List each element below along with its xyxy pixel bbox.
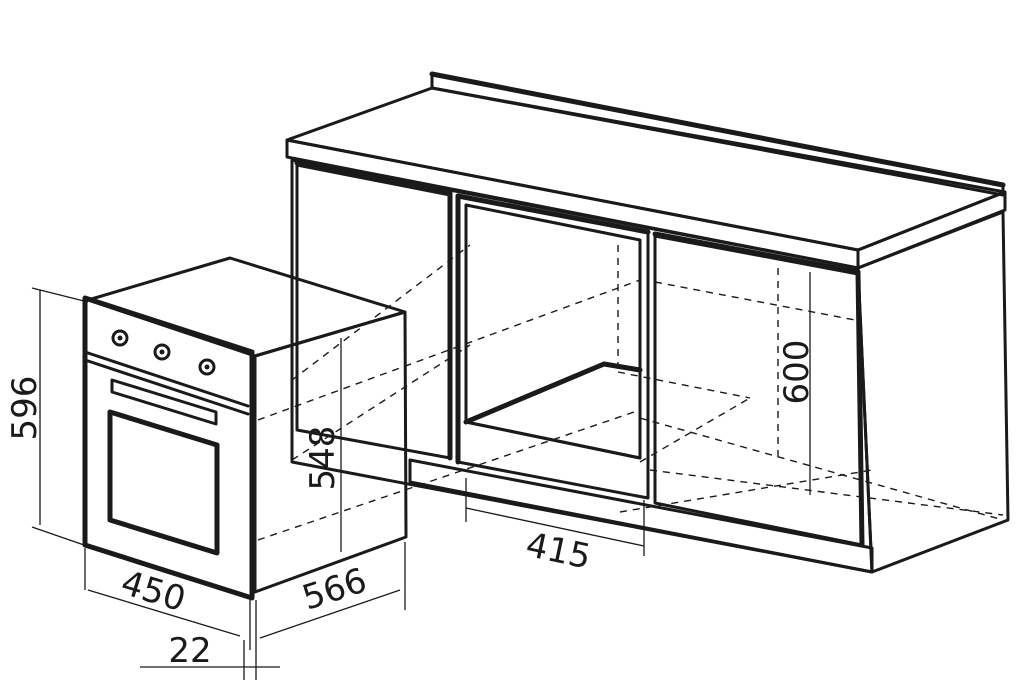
dim-oven-inner-height: 548 <box>303 426 343 491</box>
hidden-lines <box>257 244 1004 541</box>
worktop-front-edge <box>285 138 860 270</box>
oven <box>82 256 408 601</box>
dimension-labels: 596 548 450 566 22 415 600 <box>5 340 817 671</box>
cabinet-left-door <box>295 163 452 460</box>
cabinet-plinth <box>408 458 874 574</box>
dim-niche-height: 600 <box>777 340 817 405</box>
dimension-lines <box>31 272 811 680</box>
knob-icon <box>198 358 216 376</box>
oven-door-window <box>108 410 219 555</box>
oven-top <box>86 256 407 358</box>
niche-opening <box>464 203 642 460</box>
dim-front-offset: 22 <box>168 631 211 671</box>
dim-oven-height: 596 <box>5 376 45 441</box>
cabinet-right-side <box>856 210 1010 574</box>
dim-oven-depth: 566 <box>298 560 372 618</box>
cabinet-right-door <box>653 234 864 547</box>
dim-oven-width: 450 <box>116 563 190 620</box>
cabinet <box>257 71 1010 574</box>
knob-icon <box>153 343 171 361</box>
worktop-right-edge <box>856 190 1007 270</box>
control-panel-divider <box>83 350 250 408</box>
oven-side <box>253 310 408 594</box>
knob-icon <box>111 329 129 347</box>
oven-door-handle <box>110 378 218 426</box>
